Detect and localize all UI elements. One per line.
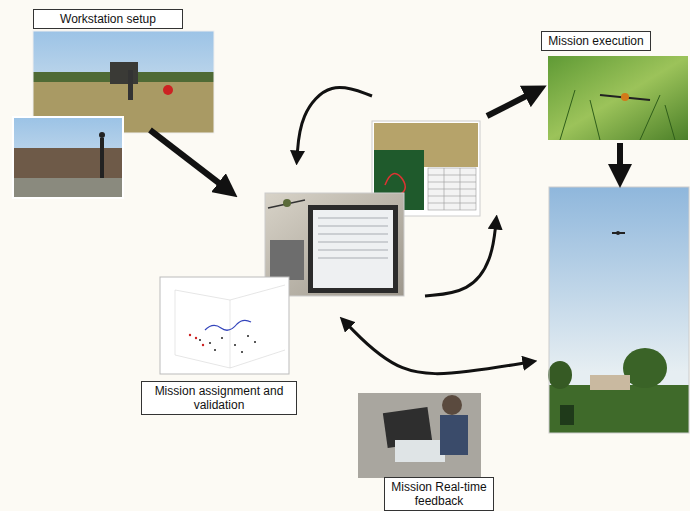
caption-text: Mission execution (548, 34, 644, 48)
caption-text: Mission assignment and validation (148, 384, 290, 412)
caption-box: Mission Real-time feedback (384, 477, 494, 511)
field-photo (12, 116, 124, 199)
cycle-arrow (297, 88, 372, 158)
caption-box: Mission assignment and validation (141, 381, 297, 415)
trajectory-plot (160, 277, 289, 374)
flow-arrow (487, 91, 536, 116)
caption-text: Mission Real-time feedback (391, 480, 487, 508)
cycle-arrow (345, 322, 530, 374)
operator-photo (358, 393, 481, 478)
caption-text: Workstation setup (40, 12, 176, 26)
flow-arrow (150, 130, 228, 190)
drone-sky-photo (548, 187, 689, 433)
drone-photo (548, 56, 688, 140)
flow-arrow (617, 143, 623, 176)
caption-box: Workstation setup (33, 9, 183, 29)
caption-box: Mission execution (541, 31, 651, 51)
cycle-arrow (425, 222, 496, 296)
